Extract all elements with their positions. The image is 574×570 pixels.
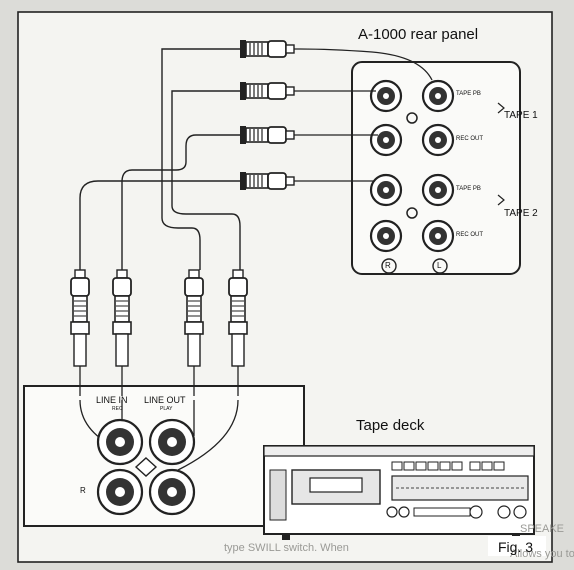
vplug-1	[70, 269, 90, 367]
plug-2	[240, 82, 295, 100]
tape-deck-title: Tape deck	[356, 417, 425, 434]
rear-panel-title: A-1000 rear panel	[358, 26, 479, 43]
vplug-4	[228, 269, 248, 367]
deck-line-in-sub: REC	[112, 406, 123, 412]
jack-tape1-pb-r	[369, 79, 403, 113]
bleed-line-1: type SWILL switch. When	[224, 542, 349, 554]
jack-tape1-rec-l	[421, 123, 455, 157]
figure-number-box	[488, 536, 546, 556]
deck-line-out-sub: PLAY	[160, 406, 173, 412]
jack-tape1-rec-r	[369, 123, 403, 157]
channel-circles	[381, 258, 448, 274]
rear-panel-jacks	[369, 79, 455, 253]
deck-jack-line-in-r	[96, 468, 144, 516]
cables	[79, 48, 241, 270]
plugs-to-amplifier	[240, 40, 295, 190]
deck-ground-clip	[134, 457, 158, 477]
plug-1	[240, 40, 295, 58]
deck-jack-line-out-l	[148, 418, 196, 466]
deck-jack-line-in-l	[96, 418, 144, 466]
deck-jack-line-out-r	[148, 468, 196, 516]
deck-r-label: R	[80, 486, 86, 495]
plug-4	[240, 172, 295, 190]
deck-line-out-label: LINE OUT	[144, 395, 186, 405]
group-label-tape1: TAPE 1	[504, 110, 538, 121]
plug-to-jack-wires	[294, 48, 433, 182]
channel-label-r: R	[385, 261, 391, 270]
group-label-tape2: TAPE 2	[504, 208, 538, 219]
jack-tape2-pb-r	[369, 173, 403, 207]
bleed-line-2: Allows you to	[510, 548, 574, 560]
vplug-2	[112, 269, 132, 367]
deck-line-in-label: LINE IN	[96, 395, 128, 405]
row-label-tape2-pb: TAPE PB	[456, 186, 481, 192]
deck-jack-inset	[23, 366, 339, 527]
jack-tape2-rec-l	[421, 219, 455, 253]
vplug-3	[184, 269, 204, 367]
channel-label-l: L	[437, 261, 442, 270]
row-label-tape1-pb: TAPE PB	[456, 91, 481, 97]
amplifier-rear-panel	[351, 61, 521, 275]
tape-deck-illustration	[263, 445, 535, 540]
bleed-line-3: SPEAKE	[520, 523, 565, 535]
ground-screws	[406, 112, 418, 219]
row-label-tape1-rec: REC OUT	[456, 136, 483, 142]
plug-3	[240, 126, 295, 144]
figure-number: Fig. 3	[498, 539, 534, 555]
row-label-tape2-rec: REC OUT	[456, 232, 483, 238]
jack-tape2-pb-l	[421, 173, 455, 207]
jack-tape2-rec-r	[369, 219, 403, 253]
jack-tape1-pb-l	[421, 79, 455, 113]
group-brackets	[497, 102, 505, 206]
plugs-to-deck	[70, 269, 248, 367]
